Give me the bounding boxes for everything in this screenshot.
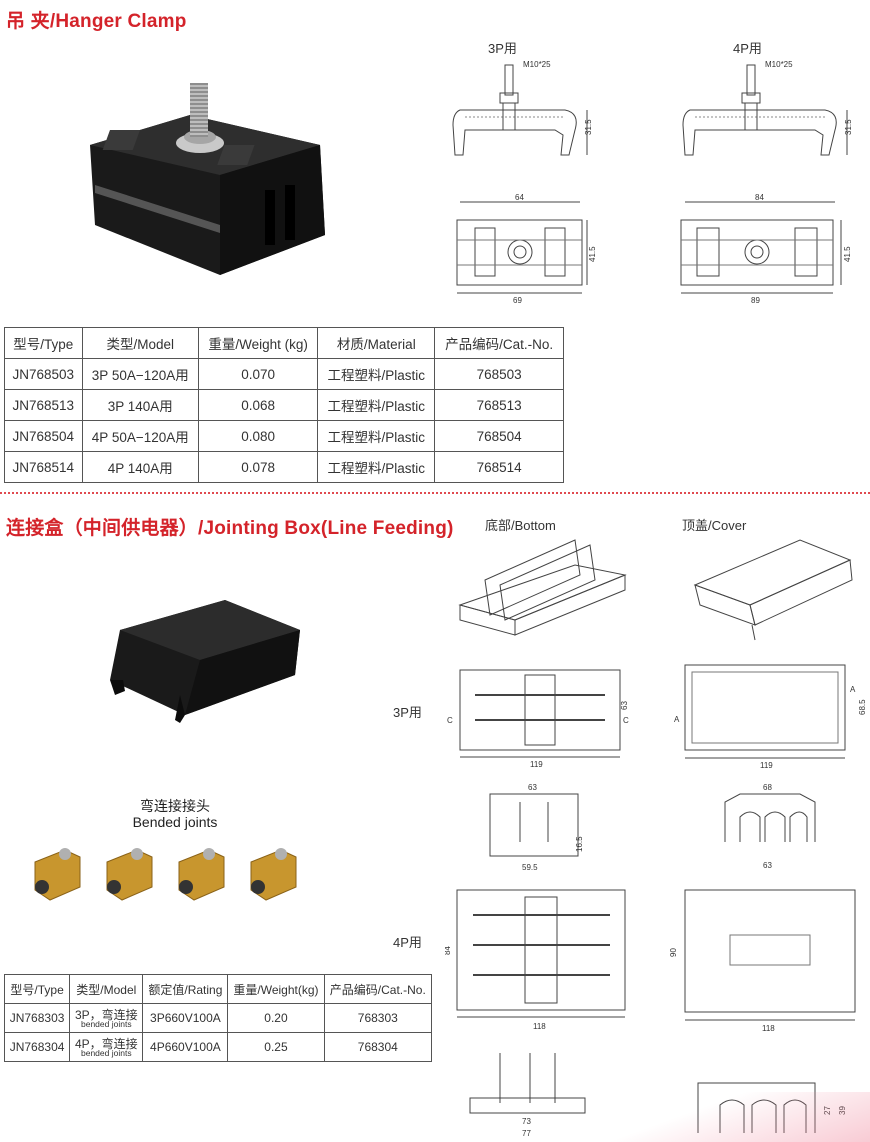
svg-text:C: C bbox=[447, 716, 453, 725]
svg-text:31.5: 31.5 bbox=[584, 119, 593, 135]
hanger-clamp-title: 吊 夹/Hanger Clamp bbox=[6, 11, 187, 32]
drawing-3p-label: 3P用 bbox=[488, 41, 517, 56]
cover-4p-section: 27 39 bbox=[697, 1082, 847, 1133]
svg-text:119: 119 bbox=[530, 760, 543, 769]
cover-3p-top-view: A A 68.5 119 bbox=[674, 664, 867, 770]
bottom-4p-top-view: 84 118 bbox=[445, 889, 626, 1031]
svg-text:41.5: 41.5 bbox=[843, 246, 852, 262]
svg-text:63: 63 bbox=[620, 701, 629, 710]
bolt-label-4p: M10*25 bbox=[765, 60, 793, 69]
bolt-label-3p: M10*25 bbox=[523, 60, 551, 69]
svg-text:68.5: 68.5 bbox=[858, 699, 867, 715]
svg-text:118: 118 bbox=[533, 1022, 546, 1031]
decorative-swash bbox=[570, 1092, 870, 1142]
jointing-box-title: 连接盒（中间供电器）/Jointing Box(Line Feeding) bbox=[6, 518, 454, 539]
svg-text:63: 63 bbox=[763, 861, 772, 870]
bottom-3p-section: 63 16.5 59.5 bbox=[489, 783, 584, 872]
hanger-clamp-spec-table: 型号/Type 类型/Model 重量/Weight (kg) 材质/Mater… bbox=[4, 327, 564, 483]
svg-text:27: 27 bbox=[823, 1106, 832, 1115]
svg-text:39: 39 bbox=[838, 1106, 847, 1115]
clamp-3p-top-drawing: 64 41.5 69 bbox=[456, 193, 595, 305]
drawing-4p-label-box: 4P用 bbox=[393, 935, 422, 950]
bottom-3p-top-view: C C 63 119 bbox=[447, 669, 629, 769]
table-row: JN768514 4P 140A用 0.078 工程塑料/Plastic 768… bbox=[4, 451, 564, 483]
jointing-box-spec-table: 型号/Type 类型/Model 额定值/Rating 重量/Weight(kg… bbox=[3, 974, 433, 1062]
table-header-row: 型号/Type 类型/Model 额定值/Rating 重量/Weight(kg… bbox=[3, 974, 433, 1004]
col-material: 材质/Material bbox=[317, 327, 436, 359]
table-row: JN768503 3P 50A−120A用 0.070 工程塑料/Plastic… bbox=[4, 358, 564, 390]
svg-text:118: 118 bbox=[762, 1024, 775, 1033]
svg-text:A: A bbox=[674, 715, 680, 724]
cover-4p-top-view: 90 118 bbox=[670, 889, 856, 1033]
table-row: JN768513 3P 140A用 0.068 工程塑料/Plastic 768… bbox=[4, 389, 564, 421]
svg-text:16.5: 16.5 bbox=[575, 836, 584, 852]
svg-text:68: 68 bbox=[763, 783, 772, 792]
bended-joints-title: 弯连接接头 Bended joints bbox=[110, 798, 240, 830]
jointing-box-photo bbox=[110, 600, 300, 723]
bottom-iso-drawing bbox=[458, 539, 627, 636]
hanger-clamp-photo bbox=[90, 83, 325, 275]
bended-joints-photo bbox=[34, 848, 297, 901]
svg-text:64: 64 bbox=[515, 193, 524, 202]
col-model: 类型/Model bbox=[81, 327, 200, 359]
svg-text:90: 90 bbox=[670, 948, 678, 957]
svg-text:84: 84 bbox=[445, 946, 452, 955]
svg-text:73: 73 bbox=[522, 1117, 531, 1126]
drawing-3p-label-box: 3P用 bbox=[393, 705, 422, 720]
svg-text:59.5: 59.5 bbox=[522, 863, 538, 872]
col-type: 型号/Type bbox=[4, 327, 83, 359]
drawing-4p-label: 4P用 bbox=[733, 41, 762, 56]
svg-text:31.5: 31.5 bbox=[844, 119, 853, 135]
bended-joints-en: Bended joints bbox=[132, 814, 218, 830]
svg-text:C: C bbox=[623, 716, 629, 725]
cover-label: 顶盖/Cover bbox=[682, 518, 747, 533]
bottom-4p-section: 73 77 bbox=[469, 1053, 586, 1138]
section-divider bbox=[0, 492, 870, 494]
svg-text:84: 84 bbox=[755, 193, 764, 202]
svg-text:69: 69 bbox=[513, 296, 522, 305]
cover-3p-section: 68 63 bbox=[724, 783, 816, 870]
clamp-4p-side-drawing: M10*25 31.5 bbox=[682, 60, 853, 156]
bottom-label: 底部/Bottom bbox=[485, 518, 556, 533]
table-row: JN768504 4P 50A−120A用 0.080 工程塑料/Plastic… bbox=[4, 420, 564, 452]
col-weight: 重量/Weight (kg) bbox=[197, 327, 319, 359]
svg-text:77: 77 bbox=[522, 1129, 531, 1138]
col-cat-no: 产品编码/Cat.-No. bbox=[434, 327, 564, 359]
table-header-row: 型号/Type 类型/Model 重量/Weight (kg) 材质/Mater… bbox=[4, 327, 564, 359]
svg-text:119: 119 bbox=[760, 761, 773, 770]
cover-iso-drawing bbox=[693, 539, 853, 641]
svg-text:41.5: 41.5 bbox=[588, 246, 595, 262]
bended-joints-cn: 弯连接接头 bbox=[140, 798, 210, 814]
clamp-3p-side-drawing: M10*25 31.5 bbox=[452, 60, 593, 156]
clamp-4p-top-drawing: 84 41.5 89 bbox=[680, 193, 852, 305]
svg-text:89: 89 bbox=[751, 296, 760, 305]
svg-text:A: A bbox=[850, 685, 856, 694]
svg-text:63: 63 bbox=[528, 783, 537, 792]
